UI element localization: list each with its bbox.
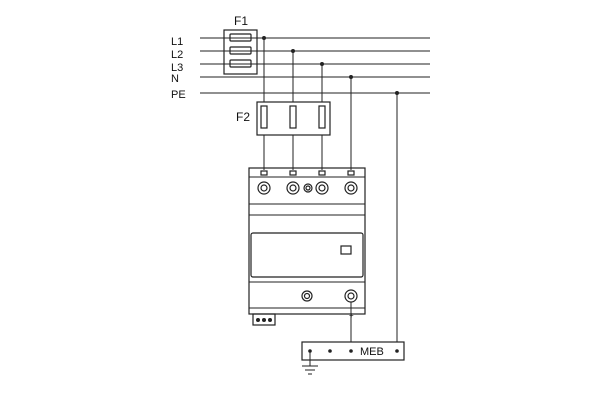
terminal-screw-l3 — [315, 181, 329, 195]
fuse-f2-l2 — [289, 105, 297, 129]
terminal-screw-pe — [344, 289, 358, 303]
status-indicator — [340, 245, 352, 255]
line-label-l1: L1 — [171, 36, 183, 48]
fuse-f2-l3 — [318, 105, 326, 129]
terminal-screw-l1 — [257, 181, 271, 195]
fuse-group-f1 — [223, 29, 258, 75]
fuse-group-label-f2: F2 — [236, 110, 250, 124]
fuse-f2-l1 — [260, 105, 268, 129]
ground-icon — [302, 351, 318, 375]
mark-n — [347, 170, 355, 176]
surge-protector-device — [248, 167, 366, 315]
meb-terminal-4 — [395, 349, 399, 353]
fuse-f1-l2 — [229, 46, 252, 55]
main-earthing-bar — [301, 341, 405, 361]
fuse-f1-l1 — [229, 33, 252, 42]
mark-l3 — [318, 170, 326, 176]
mark-l1 — [260, 170, 268, 176]
device-outline — [248, 167, 366, 315]
meb-terminal-3 — [349, 349, 353, 353]
meb-label: MEB — [360, 346, 384, 358]
terminal-screw-n — [344, 181, 358, 195]
line-label-l2: L2 — [171, 49, 183, 61]
earth-plus-mark: + — [349, 311, 354, 320]
fuse-f1-l3 — [229, 59, 252, 68]
terminal-screw-l2 — [286, 181, 300, 195]
remote-signal-connector — [252, 313, 276, 326]
terminal-screw-mid — [303, 183, 313, 193]
connector-body — [252, 313, 276, 326]
mark-l2 — [289, 170, 297, 176]
line-label-l3: L3 — [171, 62, 183, 74]
line-label-pe: PE — [171, 89, 186, 101]
fuse-group-label-f1: F1 — [234, 14, 248, 28]
device-window — [250, 232, 364, 278]
meb-terminal-2 — [328, 349, 332, 353]
line-label-n: N — [171, 73, 179, 85]
terminal-screw-bottom-left — [301, 290, 313, 302]
